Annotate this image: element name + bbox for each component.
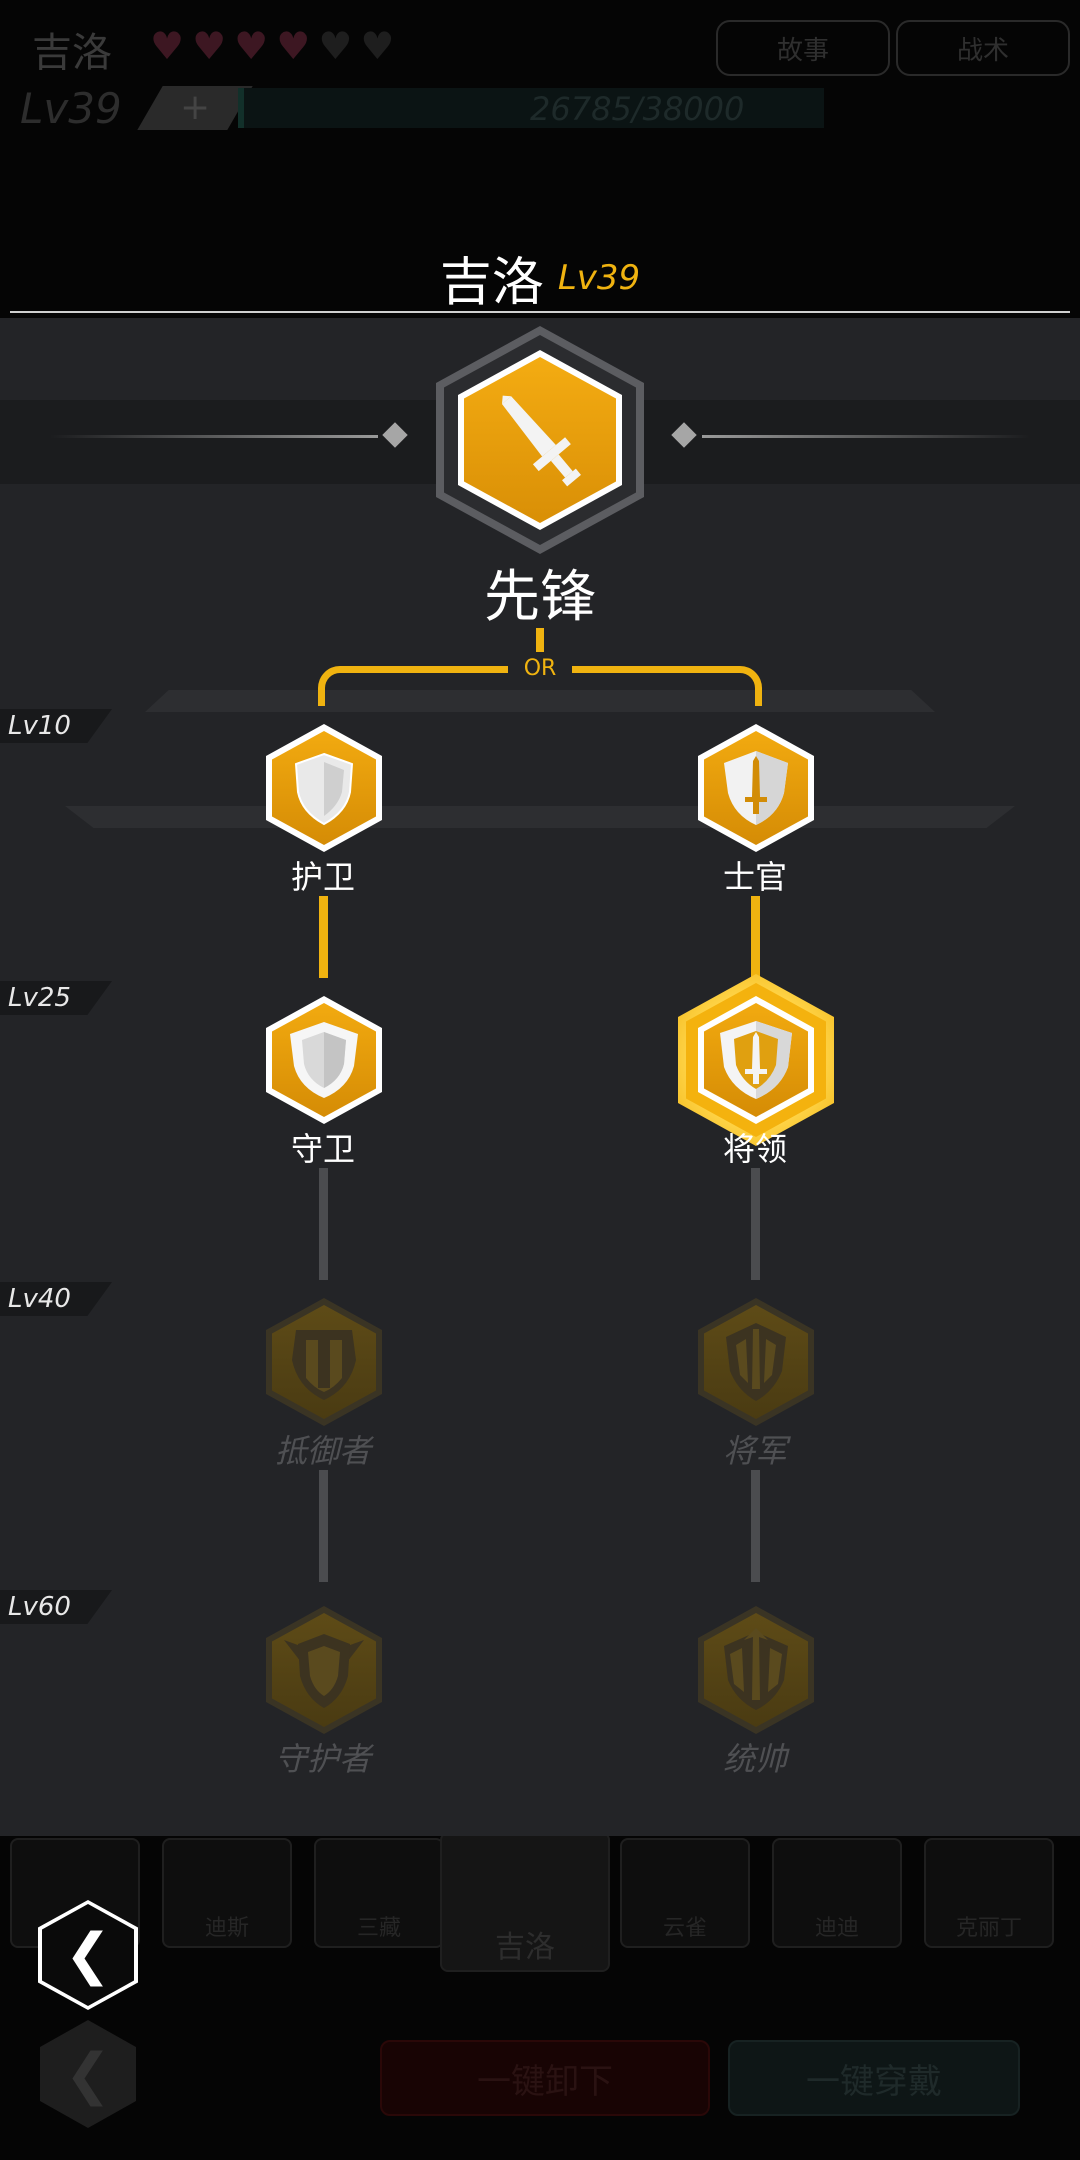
shield-icon — [294, 752, 354, 826]
class-label-officer: 士官 — [722, 858, 787, 896]
connector-left-3 — [319, 1470, 328, 1582]
bg-affection-hearts: ♥ ♥ ♥ ♥ ♥ ♥ — [150, 26, 394, 66]
hero-name: 吉洛 — [439, 253, 544, 313]
class-label-guard: 护卫 — [290, 858, 355, 896]
connector-right-3 — [751, 1470, 760, 1582]
bg-xp-bar — [238, 88, 824, 128]
class-label-marshal: 统帅 — [722, 1740, 787, 1778]
connector-right-1 — [751, 896, 760, 978]
double-shield-icon — [290, 1022, 358, 1098]
base-class-label: 先锋 — [484, 565, 596, 630]
back-button[interactable]: ❮ — [38, 1900, 138, 2010]
bg-roster-card: 云雀 — [620, 1838, 750, 1948]
winged-shield-icon — [284, 1634, 364, 1708]
class-tree-panel — [0, 318, 1080, 1836]
class-node-sentinel[interactable] — [266, 996, 382, 1124]
heart-icon: ♥ — [276, 24, 311, 68]
class-label-general: 将军 — [722, 1432, 787, 1470]
bg-story-button: 故事 — [716, 20, 890, 76]
heart-icon: ♥ — [150, 24, 185, 68]
bg-roster-card: 迪迪 — [772, 1838, 902, 1948]
connector-left-1 — [319, 896, 328, 978]
sword-shield-icon — [724, 751, 788, 825]
band-decor-bottom — [65, 806, 1015, 828]
bg-level: Lv39 — [20, 84, 122, 133]
class-label-guardian: 守护者 — [274, 1740, 371, 1778]
bg-roster-card-selected: 吉洛 — [440, 1832, 610, 1972]
bg-roster-card: 迪斯 — [162, 1838, 292, 1948]
crowned-sword-crest-icon — [724, 1628, 788, 1710]
sword-icon — [501, 395, 581, 487]
class-node-guardian[interactable] — [266, 1606, 382, 1734]
sword-crest-icon — [726, 1323, 786, 1401]
connector-base — [536, 628, 544, 652]
heart-icon: ♥ — [234, 24, 269, 68]
hero-level: Lv39 — [557, 257, 641, 298]
level-tag-lv10: Lv10 — [0, 709, 112, 743]
band-line-right — [702, 435, 1030, 438]
class-node-marshal[interactable] — [698, 1606, 814, 1734]
bg-equip-all-button: 一键穿戴 — [728, 2040, 1020, 2116]
or-label: OR — [523, 656, 557, 681]
class-node-defender[interactable] — [266, 1298, 382, 1426]
class-label-sentinel: 守卫 — [290, 1130, 355, 1168]
heart-empty-icon: ♥ — [318, 24, 353, 68]
header-divider — [10, 311, 1070, 313]
base-class-emblem[interactable] — [436, 326, 644, 554]
bg-unequip-all-button: 一键卸下 — [380, 2040, 710, 2116]
bg-roster: 迪斯 三藏 吉洛 云雀 迪迪 克丽丁 — [0, 1832, 1080, 1972]
bg-tactics-button: 战术 — [896, 20, 1070, 76]
winged-sword-shield-icon — [720, 1021, 792, 1099]
class-node-officer[interactable] — [698, 724, 814, 852]
chevron-left-icon: ❮ — [64, 1922, 112, 1987]
bg-plus-button: + — [137, 86, 253, 130]
bg-character-name: 吉洛 — [32, 30, 112, 76]
heart-empty-icon: ♥ — [360, 24, 395, 68]
class-node-general[interactable] — [698, 1298, 814, 1426]
connector-right-2 — [751, 1168, 760, 1280]
bg-xp-text: 26785/38000 — [530, 90, 745, 128]
bg-roster-card: 克丽丁 — [924, 1838, 1054, 1948]
class-label-defender: 抵御者 — [274, 1432, 371, 1470]
heart-icon: ♥ — [192, 24, 227, 68]
band-line-left — [50, 435, 378, 438]
class-label-commander: 将领 — [722, 1130, 787, 1168]
connector-or-right — [572, 666, 762, 706]
fortress-shield-icon — [292, 1330, 356, 1400]
band-decor-top — [145, 690, 935, 712]
connector-or-left — [318, 666, 508, 706]
level-tag-lv25: Lv25 — [0, 981, 112, 1015]
bg-back-button: ❮ — [40, 2020, 136, 2128]
bg-roster-card: 三藏 — [314, 1838, 444, 1948]
class-tree-header: 吉洛 Lv39 — [0, 240, 1080, 316]
connector-left-2 — [319, 1168, 328, 1280]
class-node-commander-selected[interactable] — [698, 996, 814, 1124]
class-node-guard[interactable] — [266, 724, 382, 852]
